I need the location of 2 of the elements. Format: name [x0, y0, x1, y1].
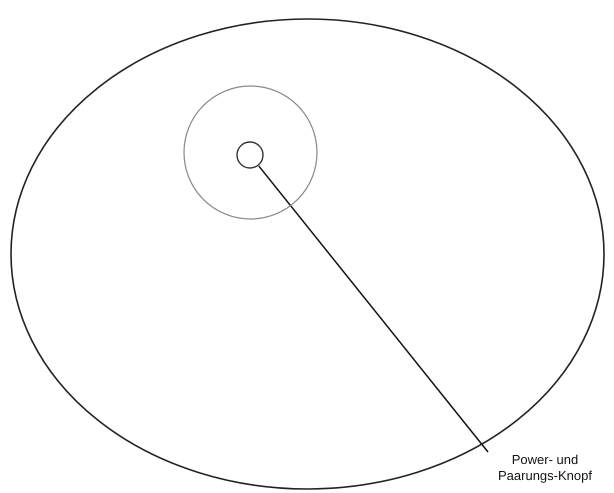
leader-line: [258, 165, 489, 452]
callout-label: Power- und Paarungs-Knopf: [480, 452, 610, 488]
